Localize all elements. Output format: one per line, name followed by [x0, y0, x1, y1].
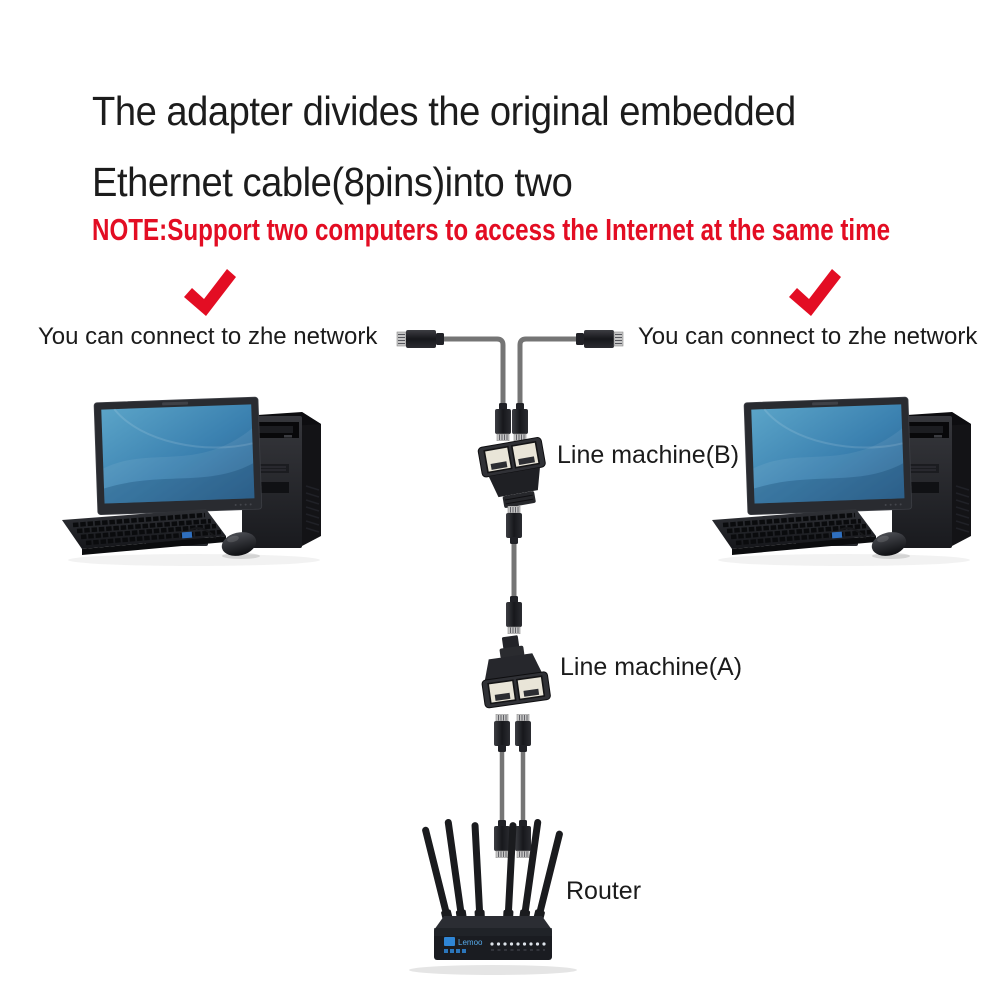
patch-cable — [506, 506, 522, 634]
line-machine-a-label: Line machine(A) — [560, 653, 743, 681]
router-brand: Lemoo — [458, 938, 483, 947]
router-label: Router — [566, 877, 642, 905]
rj45-plug-into-a-port1 — [494, 714, 510, 752]
line-machine-b-label: Line machine(B) — [557, 441, 740, 469]
checkmark-icon-left — [184, 269, 236, 316]
rj45-plug-to-left-computer — [396, 330, 445, 348]
rj45-plug-to-a — [506, 596, 522, 634]
note-text: NOTE:Support two computers to access the… — [92, 212, 891, 247]
connect-label-left: You can connect to zhe network — [38, 323, 378, 350]
router-leds — [490, 942, 546, 946]
split-cables — [396, 330, 624, 441]
desktop-computer-left — [56, 386, 328, 568]
router-cables — [494, 714, 531, 858]
router-body: Lemoo — [434, 916, 552, 960]
splitter-adapter-a — [481, 635, 551, 709]
router-antennas — [422, 818, 563, 923]
title-line-1: The adapter divides the original embedde… — [92, 88, 796, 134]
title-line-2: Ethernet cable(8pins)into two — [92, 159, 573, 205]
splitter-adapter-b — [477, 437, 546, 508]
connect-label-right: You can connect to zhe network — [638, 323, 978, 350]
rj45-plug-into-a-port2 — [515, 714, 531, 752]
desktop-computer-right — [706, 386, 978, 568]
rj45-plug-to-b — [506, 506, 522, 544]
rj45-plug-to-right-computer — [575, 330, 624, 348]
checkmark-icon-right — [789, 269, 841, 316]
router: Lemoo — [409, 818, 577, 975]
